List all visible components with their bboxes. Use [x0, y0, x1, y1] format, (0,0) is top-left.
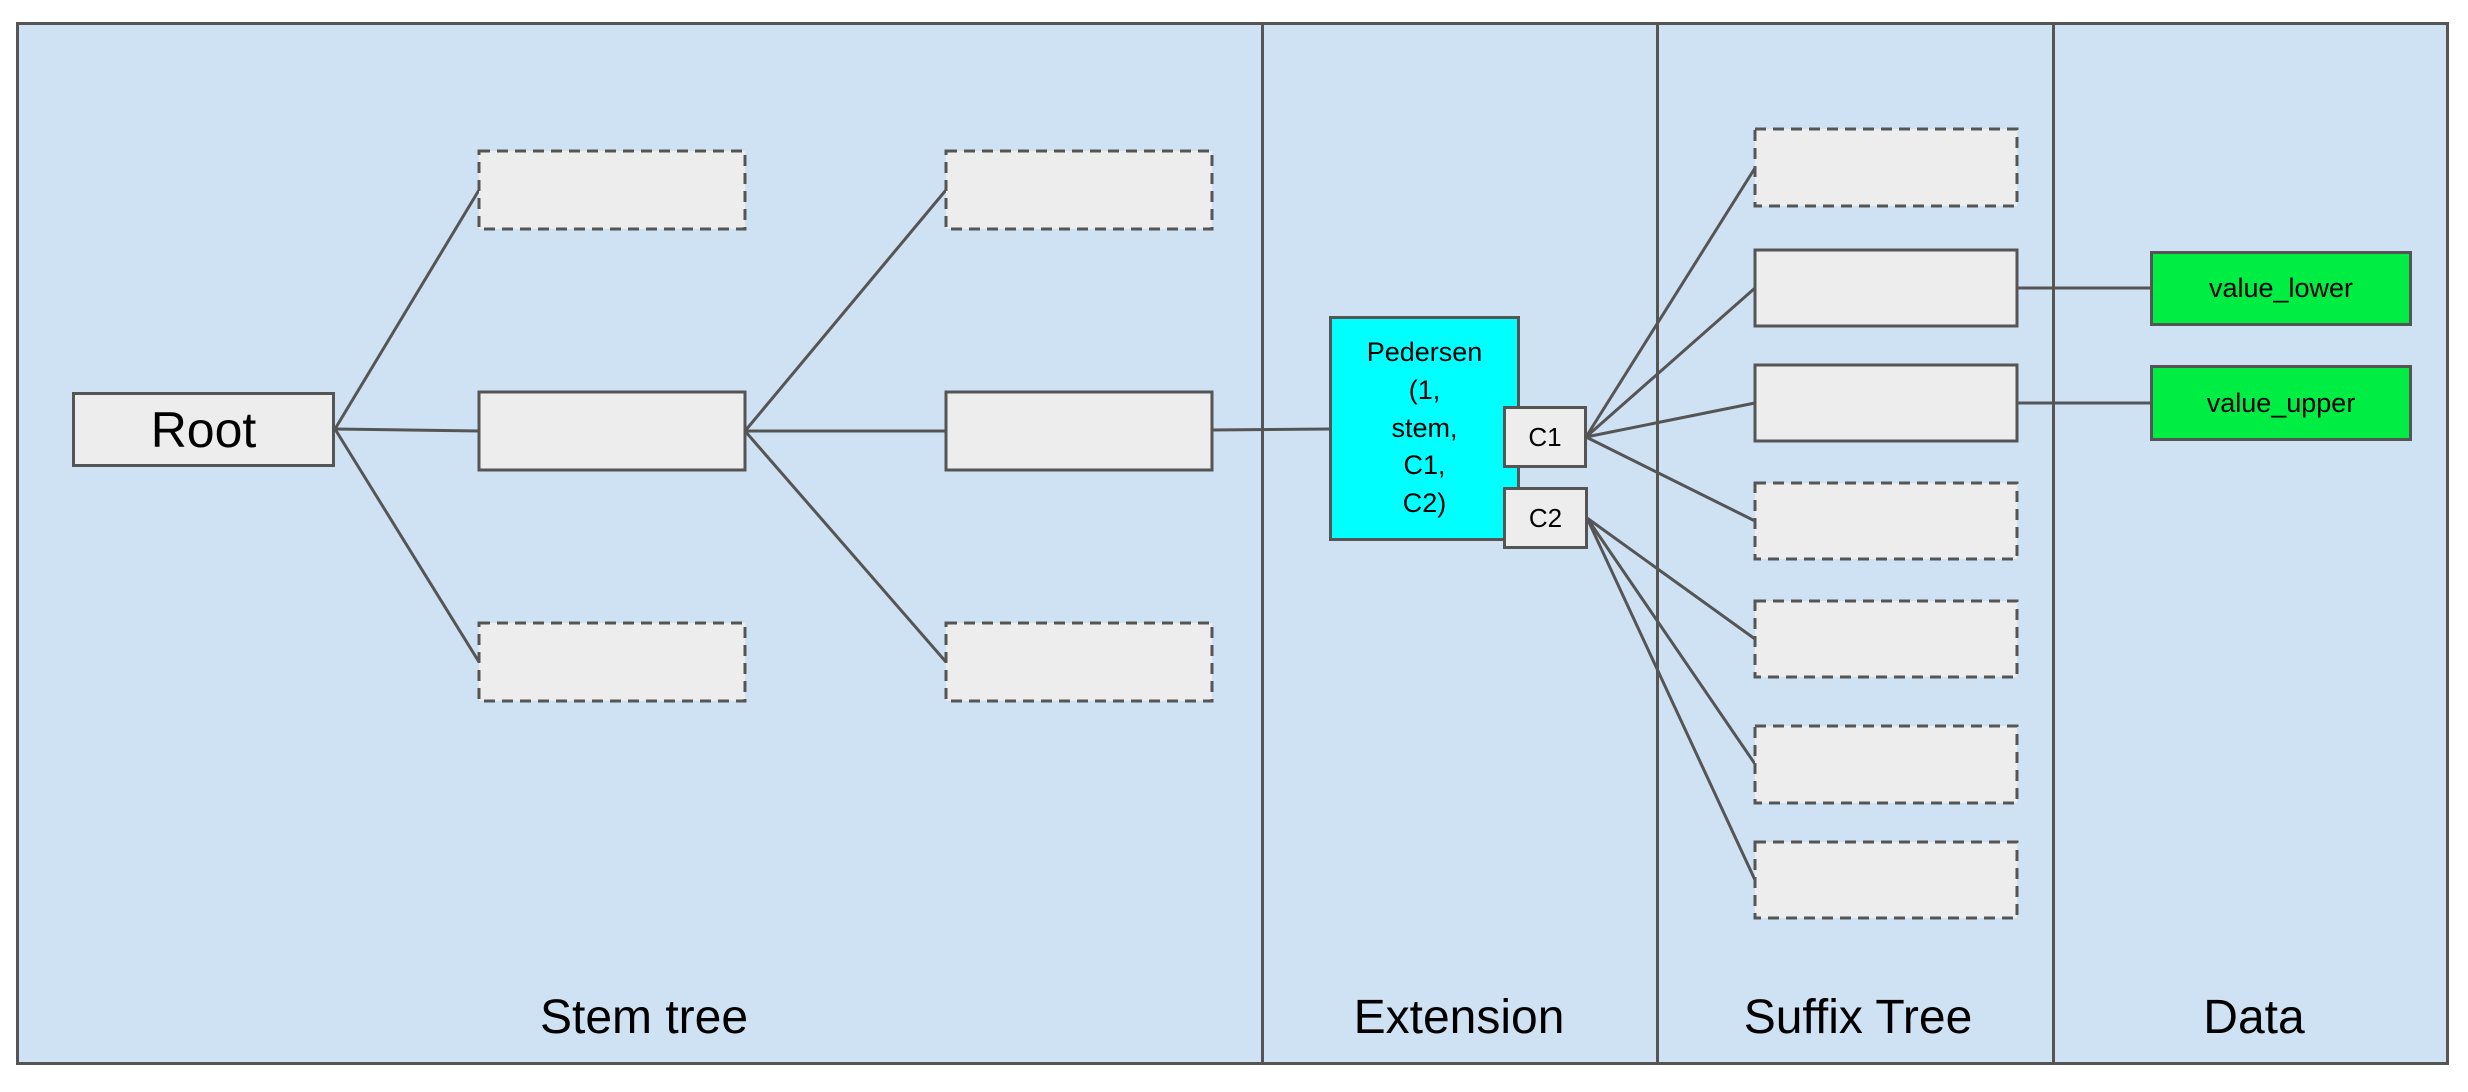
edge-c2-to-suffix-7	[1585, 517, 1757, 881]
diagram-frame	[16, 22, 2449, 1065]
c2-node: C2	[1503, 487, 1588, 549]
stem-solid-node-2	[944, 390, 1214, 472]
edge-stem1-to-stem-dashed-top-2	[743, 189, 948, 432]
suffix-dashed-placeholder-4	[1753, 481, 2019, 561]
section-label-stem-tree: Stem tree	[539, 991, 749, 1044]
edge-root-to-stem-dashed-top-1	[333, 189, 481, 430]
edge-c2-to-suffix-5	[1586, 516, 1756, 641]
suffix-dashed-placeholder-6	[1753, 724, 2019, 805]
edge-c1-to-suffix-4	[1585, 435, 1756, 523]
pedersen-commitment-node: Pedersen (1, stem, C1, C2)	[1329, 316, 1520, 541]
root-node: Root	[72, 392, 335, 467]
stem-dashed-placeholder-bottom-2	[944, 621, 1214, 703]
suffix-dashed-placeholder-1	[1753, 127, 2019, 208]
value-lower-node: value_lower	[2150, 251, 2412, 326]
pedersen-node-label: Pedersen (1, stem, C1, C2)	[1366, 337, 1483, 519]
section-label-data: Data	[2203, 991, 2305, 1044]
edge-c1-to-suffix-3	[1585, 401, 1756, 439]
edge-c1-to-suffix-1	[1584, 167, 1757, 438]
root-node-label: Root	[150, 401, 257, 458]
edge-stem2-to-pedersen	[1211, 427, 1331, 432]
edge-stem1-to-stem-dashed-bottom-2	[743, 430, 948, 663]
edge-c1-to-suffix-2	[1585, 286, 1756, 439]
stem-solid-node-1	[477, 390, 747, 472]
stem-dashed-placeholder-top-2	[944, 149, 1214, 231]
c1-node-label: C1	[1528, 421, 1562, 452]
suffix-dashed-placeholder-7	[1753, 840, 2019, 920]
edge-root-to-stem-solid-1	[334, 427, 480, 433]
c1-node: C1	[1503, 406, 1587, 468]
section-label-extension: Extension	[1353, 991, 1565, 1044]
section-divider-stem-extension	[1261, 22, 1264, 1065]
value-upper-node: value_upper	[2150, 365, 2412, 441]
suffix-dashed-placeholder-5	[1753, 599, 2019, 679]
value-lower-label: value_lower	[2208, 273, 2354, 303]
suffix-solid-node-3	[1753, 363, 2019, 443]
c2-node-label: C2	[1528, 502, 1563, 533]
section-label-suffix-tree: Suffix Tree	[1743, 991, 1973, 1044]
edge-root-to-stem-dashed-bottom-1	[333, 428, 481, 663]
value-upper-label: value_upper	[2206, 387, 2356, 418]
suffix-solid-node-2	[1753, 248, 2019, 328]
edge-c2-to-suffix-6	[1585, 517, 1757, 765]
section-divider-extension-suffix	[1656, 22, 1659, 1065]
stem-dashed-placeholder-top-1	[477, 149, 747, 231]
stem-dashed-placeholder-bottom-1	[477, 621, 747, 703]
section-divider-suffix-data	[2052, 22, 2055, 1065]
